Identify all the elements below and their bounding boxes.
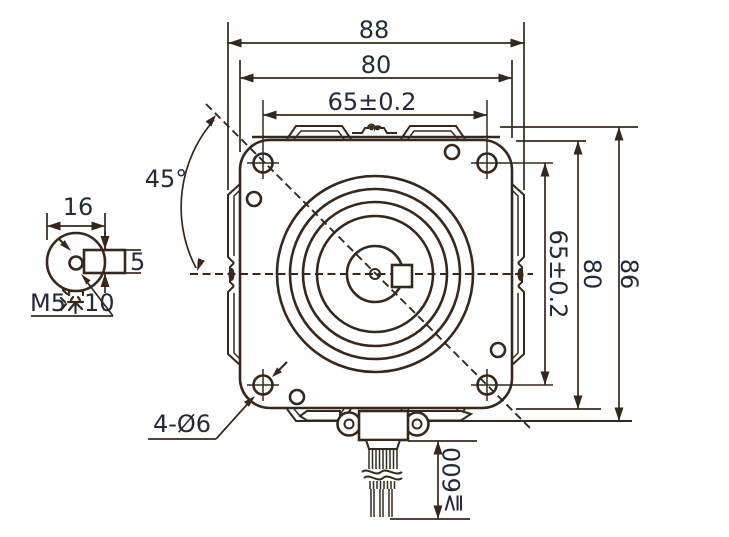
holes-label: 4-Ø6 <box>153 410 211 438</box>
dim-16-label: 16 <box>63 193 94 221</box>
dim-height-overall: 86 <box>500 126 643 421</box>
dim-65-right-label: 65±0.2 <box>544 230 572 319</box>
thread-prefix-label: M5 <box>30 289 66 317</box>
dim-width-hole-span: 65±0.2 <box>263 88 487 120</box>
dim-80-top-label: 80 <box>361 51 392 79</box>
diagonal-centerline <box>205 103 532 430</box>
dim-5-label: 5 <box>130 248 145 276</box>
break-line-2 <box>363 475 403 481</box>
kanji-shen-depth-glyph <box>59 288 85 315</box>
dim-height-hole-span: 65±0.2 <box>540 163 572 385</box>
angle-annotation: 45° <box>145 115 216 271</box>
left-side-tab-profile <box>227 183 241 366</box>
shaft-key-square <box>390 263 414 289</box>
dim-height-body: 80 <box>516 140 606 410</box>
dim-65-top-label: 65±0.2 <box>328 88 417 116</box>
lead-wires <box>370 489 393 517</box>
shaft-boss-circle <box>45 231 107 293</box>
tapped-hole-circle <box>68 255 84 271</box>
angle-label: 45° <box>145 165 188 193</box>
shaft-flat-rect <box>82 248 127 275</box>
thread-depth-note: M5 10 <box>30 237 115 317</box>
lead-length-label: ≧600 <box>438 447 466 513</box>
dim-width-body: 80 <box>239 51 513 152</box>
wire-bundle-upper <box>368 449 398 469</box>
shaft-detail-view: 16 5 M5 10 <box>30 193 145 317</box>
dim-width-overall: 88 <box>227 16 525 190</box>
dim-flat-height: 5 <box>100 231 145 293</box>
mounting-holes <box>247 100 553 401</box>
dim-88-label: 88 <box>359 16 390 44</box>
terminal-block-and-leads <box>298 409 474 517</box>
motor-front-view <box>190 100 632 517</box>
dimensions: 88 80 65±0.2 65±0.2 80 86 <box>145 16 643 520</box>
dim-86-label: 86 <box>615 259 643 290</box>
small-pilot-holes <box>245 143 507 406</box>
break-line <box>361 469 403 475</box>
dim-80-right-label: 80 <box>578 259 606 290</box>
top-center-bump <box>352 123 397 134</box>
top-flange-profile <box>252 123 500 140</box>
wire-bundle-lower <box>369 481 396 489</box>
mounting-holes-note: 4-Ø6 <box>148 361 288 440</box>
dim-lead-length: ≧600 <box>390 440 477 520</box>
